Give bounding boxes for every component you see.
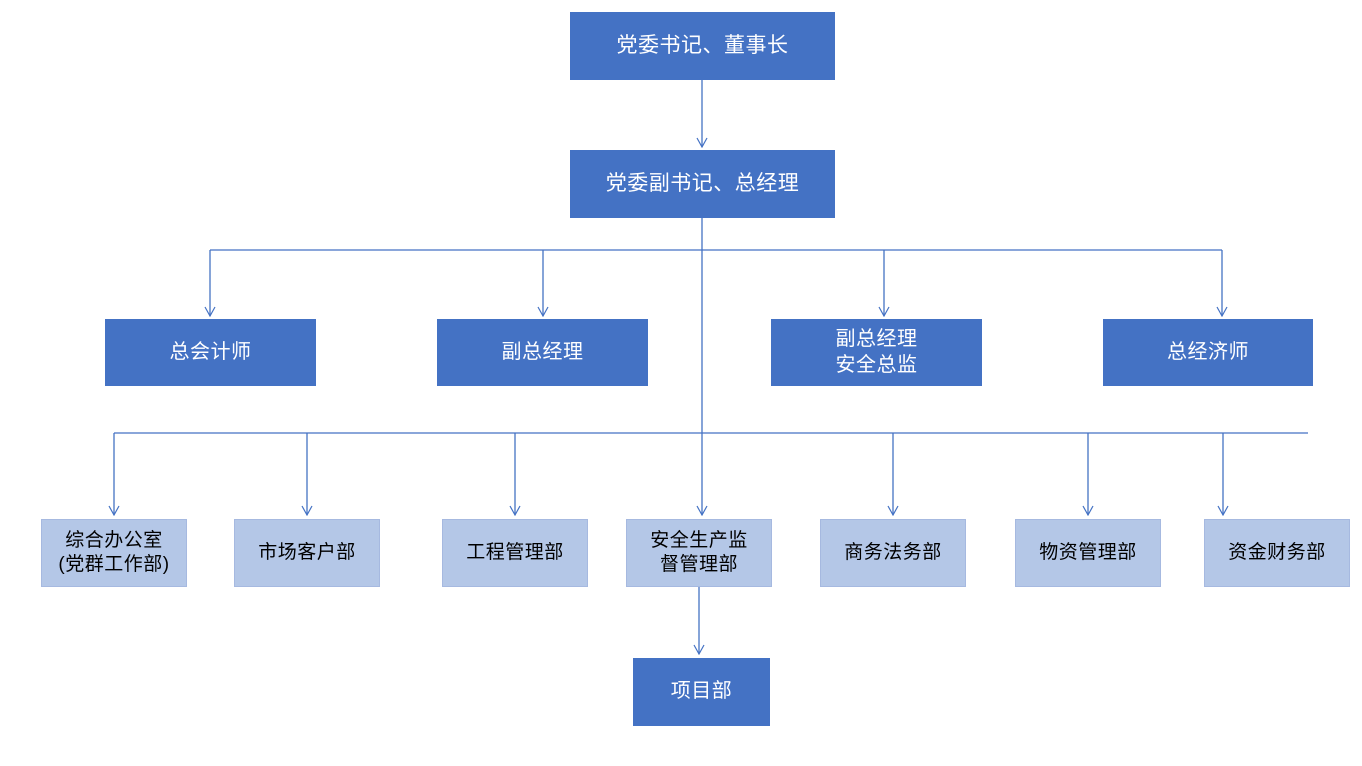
node-engineering-management-dept: 工程管理部: [442, 519, 588, 587]
node-project-dept: 项目部: [633, 658, 770, 726]
node-chief-economist: 总经济师: [1103, 319, 1313, 386]
node-materials-management-dept: 物资管理部: [1015, 519, 1161, 587]
node-deputy-general-manager: 副总经理: [437, 319, 648, 386]
node-safety-supervision-dept: 安全生产监 督管理部: [626, 519, 772, 587]
node-commerce-legal-dept: 商务法务部: [820, 519, 966, 587]
node-general-office: 综合办公室 (党群工作部): [41, 519, 187, 587]
node-deputy-gm-safety-director: 副总经理 安全总监: [771, 319, 982, 386]
node-chief-accountant: 总会计师: [105, 319, 316, 386]
node-party-secretary-chairman: 党委书记、董事长: [570, 12, 835, 80]
node-deputy-secretary-general-manager: 党委副书记、总经理: [570, 150, 835, 218]
node-market-customer-dept: 市场客户部: [234, 519, 380, 587]
node-funds-finance-dept: 资金财务部: [1204, 519, 1350, 587]
